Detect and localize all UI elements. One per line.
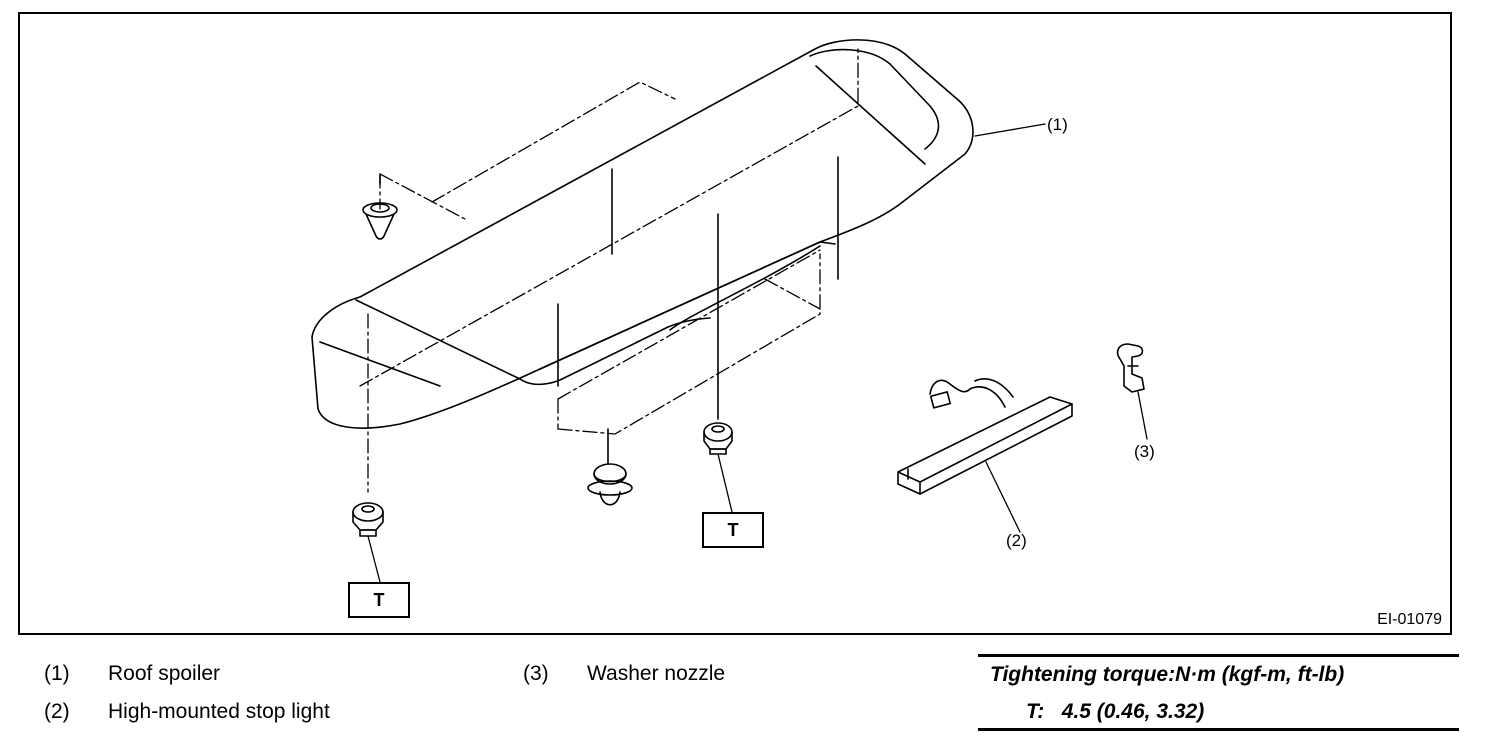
torque-bottom-rule xyxy=(978,728,1459,731)
legend-number: (1) xyxy=(44,662,70,685)
roof-spoiler-inner-edge xyxy=(809,48,940,150)
callout-2: (2) xyxy=(1006,531,1027,550)
torque-title: Tightening torque:N·m (kgf-m, ft-lb) xyxy=(990,663,1345,686)
clip-fastener-2 xyxy=(587,463,633,506)
clip-fastener-1 xyxy=(362,202,398,240)
roof-spoiler-outline xyxy=(311,39,974,429)
spoiler-drawing xyxy=(311,39,1148,583)
legend-label: Washer nozzle xyxy=(587,662,726,685)
legend-number: (2) xyxy=(44,700,70,723)
washer-nozzle xyxy=(1116,343,1145,393)
legend-label: High-mounted stop light xyxy=(108,700,330,723)
legend-number: (3) xyxy=(523,662,549,685)
high-mounted-stop-light xyxy=(897,378,1073,495)
torque-marker-1: T xyxy=(348,582,410,618)
torque-value: T: 4.5 (0.46, 3.32) xyxy=(1026,700,1205,723)
torque-top-rule xyxy=(978,654,1459,657)
exploded-diagram: (1) (2) (3) T T EI-01079 xyxy=(18,12,1452,635)
legend-label: Roof spoiler xyxy=(108,662,221,685)
callout-3: (3) xyxy=(1134,442,1155,461)
torque-marker-2: T xyxy=(702,512,764,548)
nut-fastener-2 xyxy=(703,422,733,455)
nut-fastener-1 xyxy=(352,502,384,537)
callout-1: (1) xyxy=(1047,115,1068,134)
figure-id: EI-01079 xyxy=(1377,611,1442,628)
